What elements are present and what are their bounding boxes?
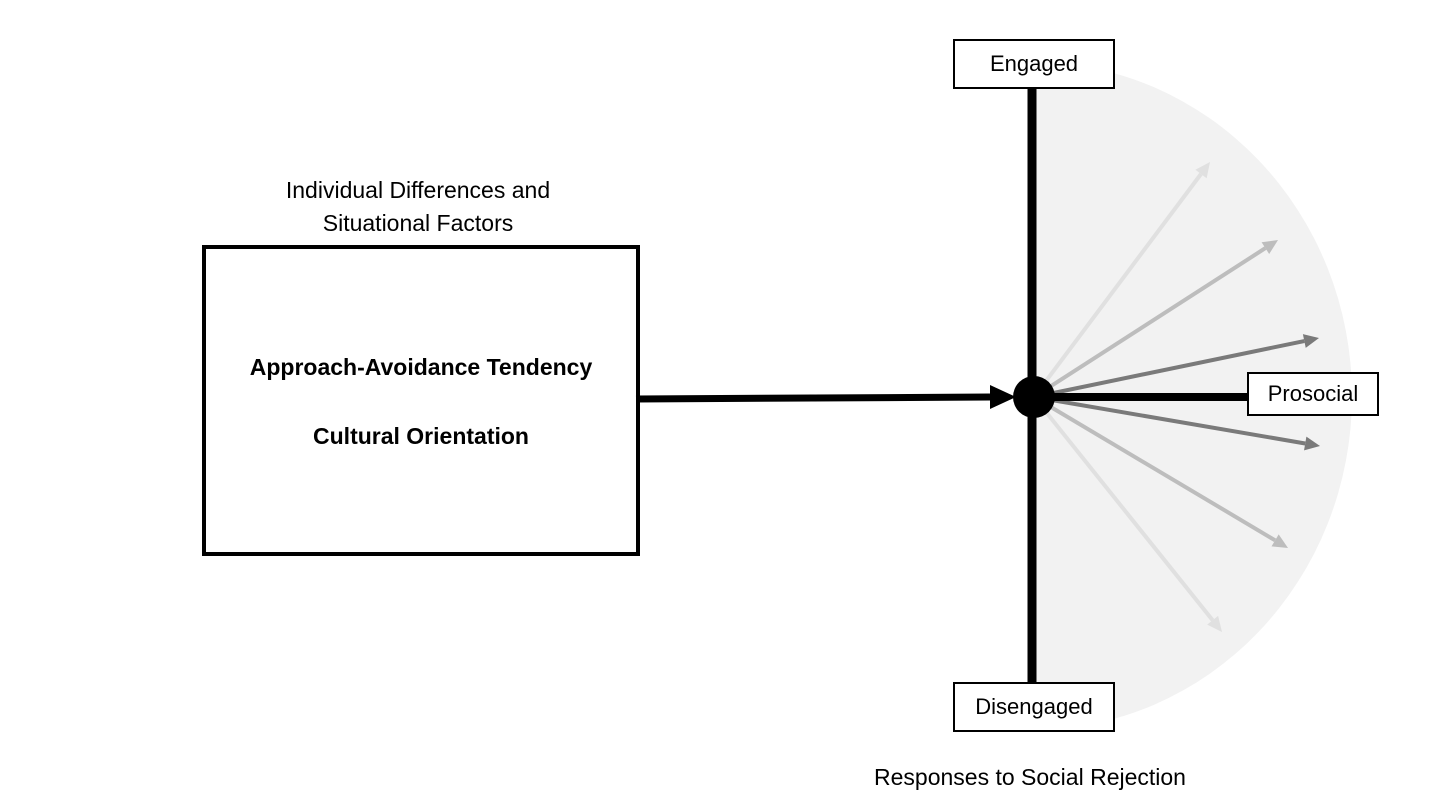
arrow-upper-mid-head: [1261, 240, 1278, 255]
arrow-lower-faint-head: [1207, 615, 1222, 632]
factors-box: Approach-Avoidance Tendency Cultural Ori…: [202, 245, 640, 556]
arrow-upper-mid-shaft: [1032, 246, 1267, 399]
arrow-upper-strong-shaft: [1033, 339, 1305, 399]
arrow-upper-faint-head: [1195, 162, 1210, 179]
disengaged-label: Disengaged: [953, 682, 1115, 732]
prosocial-label: Prosocial: [1247, 372, 1379, 416]
factors-caption-line-1: Individual Differences and: [285, 177, 551, 203]
main-arrow-head: [990, 385, 1016, 409]
factors-caption-line-2: Situational Factors: [322, 210, 514, 236]
response-arrows: [1032, 162, 1320, 632]
arrow-lower-mid-head: [1271, 534, 1288, 548]
arrow-lower-strong-head: [1304, 436, 1320, 451]
factor-cultural-orientation: Cultural Orientation: [313, 423, 529, 449]
responses-caption: Responses to Social Rejection: [874, 764, 1186, 790]
arrow-upper-strong-head: [1302, 334, 1319, 348]
center-node: [1013, 376, 1055, 418]
main-causal-arrow: [635, 393, 991, 403]
arrow-lower-faint-shaft: [1032, 395, 1215, 622]
arrow-lower-strong-shaft: [1033, 395, 1306, 446]
arrow-lower-mid-shaft: [1032, 395, 1277, 543]
factors-caption: Individual Differences and Situational F…: [218, 174, 618, 240]
factor-approach-avoidance: Approach-Avoidance Tendency: [249, 354, 593, 380]
engaged-label: Engaged: [953, 39, 1115, 89]
arrow-upper-faint-shaft: [1032, 172, 1203, 399]
